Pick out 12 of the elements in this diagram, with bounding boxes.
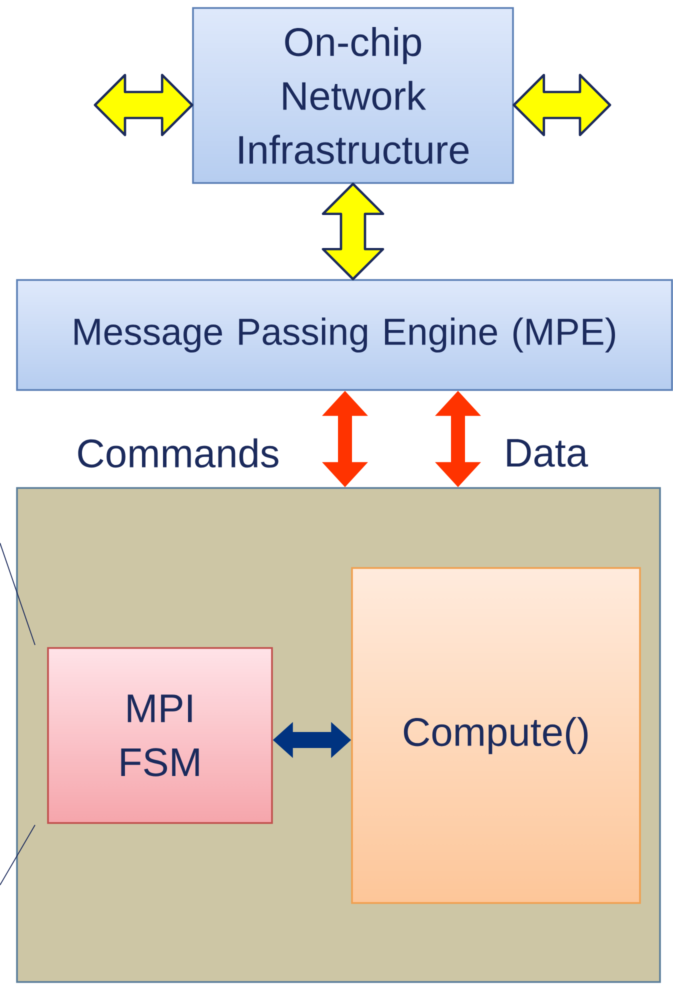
arrow xyxy=(94,74,194,136)
arrow xyxy=(322,390,368,488)
edge-label: Data xyxy=(507,439,588,467)
arrow xyxy=(272,722,352,758)
edge-label: Commands xyxy=(78,438,278,468)
compute-box: Compute() xyxy=(351,567,641,904)
engine-box: Message Passing Engine (MPE) xyxy=(16,279,673,391)
fsm-box: MPI FSM xyxy=(47,647,273,824)
arrow xyxy=(322,182,384,280)
network-box: On-chip Network Infrastructure xyxy=(192,7,514,184)
arrow xyxy=(512,74,612,136)
arrow xyxy=(435,390,481,488)
